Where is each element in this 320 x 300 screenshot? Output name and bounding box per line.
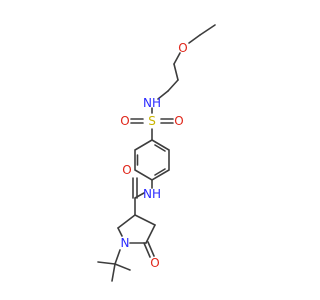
bond-ring-c4-c5 <box>145 224 156 244</box>
lactam-oxygen-label: O <box>150 256 159 270</box>
bond-tbutyl-methyl-2 <box>114 263 131 271</box>
benzene-inner-bond-3 <box>154 168 166 176</box>
bond-ethyl-to-oxygen <box>188 34 201 44</box>
atom-labels: O NH S O O O NH N O <box>120 41 187 270</box>
benzene-ring <box>134 139 170 181</box>
bond-lines <box>97 24 216 282</box>
ether-oxygen-label: O <box>178 41 187 55</box>
bond-propyl-to-nh <box>157 90 169 100</box>
bond-oxygen-to-propyl <box>173 52 181 65</box>
sulfur-label: S <box>148 114 156 128</box>
sulfonamide-nh-label: NH <box>143 96 161 110</box>
bond-ethyl-terminal <box>199 24 216 36</box>
benzene-inner-bond-2 <box>154 144 166 152</box>
bond-tbutyl-methyl-1 <box>97 261 116 265</box>
ring-nitrogen-label: N <box>121 236 130 250</box>
amide-oxygen-label: O <box>122 163 131 177</box>
sulfonyl-oxygen-right-label: O <box>174 114 183 128</box>
bond-propyl-1 <box>173 63 179 81</box>
amide-nh-label: NH <box>143 187 161 201</box>
molecule-structure-diagram: O NH S O O O NH N O <box>97 24 216 282</box>
bond-ring-n-c2 <box>117 227 123 237</box>
bond-tbutyl-methyl-3 <box>111 263 116 282</box>
bond-ring-c2-c3 <box>117 214 136 229</box>
bond-lactam-o-b <box>147 241 155 257</box>
sulfonyl-oxygen-left-label: O <box>120 114 129 128</box>
bond-propyl-2 <box>167 79 179 92</box>
bond-n-to-tbutyl <box>114 249 121 265</box>
bond-lactam-o-a <box>143 242 151 258</box>
bond-ring-c3-c4 <box>134 214 156 226</box>
